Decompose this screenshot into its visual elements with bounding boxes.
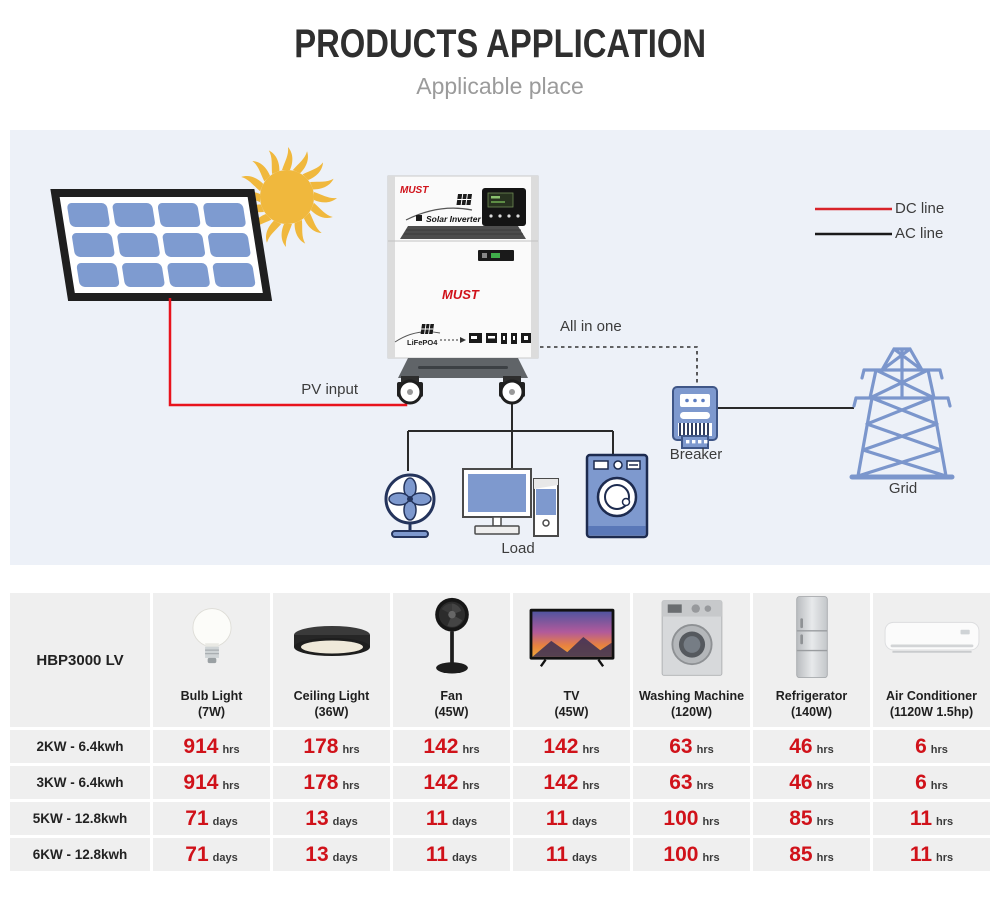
col-label: Fan(45W): [434, 688, 469, 719]
pedestal-fan-icon: [424, 593, 480, 684]
col-label: TV(45W): [554, 688, 589, 719]
model-name: HBP3000 LV: [10, 593, 150, 727]
battery-type-label: LiFePO4: [407, 338, 438, 347]
system-diagram-art: MUST Solar Inverter MUST LiFeP: [50, 147, 955, 539]
col-header-ceiling-light: Ceiling Light(36W): [273, 593, 390, 727]
fan-icon: [384, 473, 436, 538]
col-header-bulb-light: Bulb Light(7W): [153, 593, 270, 727]
grid-label: Grid: [888, 480, 918, 497]
ac-wire-load: [407, 400, 614, 471]
grid-tower-icon: [849, 347, 955, 480]
inverter-image: MUST Solar Inverter MUST LiFeP: [387, 175, 539, 405]
caster-wheel-left: [397, 376, 423, 405]
solar-panel-image: [50, 189, 273, 301]
inverter-brand-mid: MUST: [442, 287, 480, 302]
washing-machine-icon: [654, 593, 730, 684]
air-conditioner-icon: [880, 593, 984, 684]
legend-ac-label: AC line: [895, 225, 944, 242]
row-label: 5KW - 12.8kwh: [10, 802, 150, 835]
col-header-tv: TV(45W): [513, 593, 630, 727]
load-label: Load: [501, 540, 535, 557]
page-subtitle: Applicable place: [416, 73, 584, 99]
runtime-table: HBP3000 LV Bulb Light(7W): [10, 593, 990, 871]
col-header-fan: Fan(45W): [393, 593, 510, 727]
washing-machine-load-icon: [585, 453, 649, 539]
row-label: 3KW - 6.4kwh: [10, 766, 150, 799]
breaker-label: Breaker: [669, 446, 723, 463]
col-label: Air Conditioner(1120W 1.5hp): [886, 688, 977, 719]
col-label: Bulb Light(7W): [180, 688, 243, 719]
row-label: 6KW - 12.8kwh: [10, 838, 150, 871]
inverter-brand-top: MUST: [400, 185, 429, 196]
inverter-ports: [469, 333, 531, 344]
pv-input-label: PV input: [301, 381, 358, 398]
col-label: Washing Machine(120W): [638, 688, 745, 719]
tv-icon: [524, 593, 620, 684]
col-header-washing-machine: Washing Machine(120W): [633, 593, 750, 727]
legend-dc-label: DC line: [895, 200, 945, 217]
all-in-one-dashed-line: [540, 346, 698, 384]
col-header-refrigerator: Refrigerator(140W): [753, 593, 870, 727]
ceiling-light-icon: [286, 593, 378, 684]
system-diagram: MUST Solar Inverter MUST LiFeP: [10, 130, 990, 565]
caster-wheel-right: [499, 376, 525, 405]
page-header: PRODUCTS APPLICATION Applicable place: [0, 0, 1000, 100]
computer-icon: [462, 468, 559, 537]
row-label: 2KW - 6.4kwh: [10, 730, 150, 763]
refrigerator-icon: [789, 593, 835, 684]
col-label: Refrigerator(140W): [775, 688, 848, 719]
page-title: PRODUCTS APPLICATION: [294, 22, 706, 66]
all-in-one-label: All in one: [560, 318, 622, 335]
col-label: Ceiling Light(36W): [293, 688, 370, 719]
breaker-icon: [672, 386, 718, 449]
inverter-product-label: Solar Inverter: [426, 214, 481, 224]
bulb-light-icon: [186, 593, 238, 684]
col-header-air-conditioner: Air Conditioner(1120W 1.5hp): [873, 593, 990, 727]
